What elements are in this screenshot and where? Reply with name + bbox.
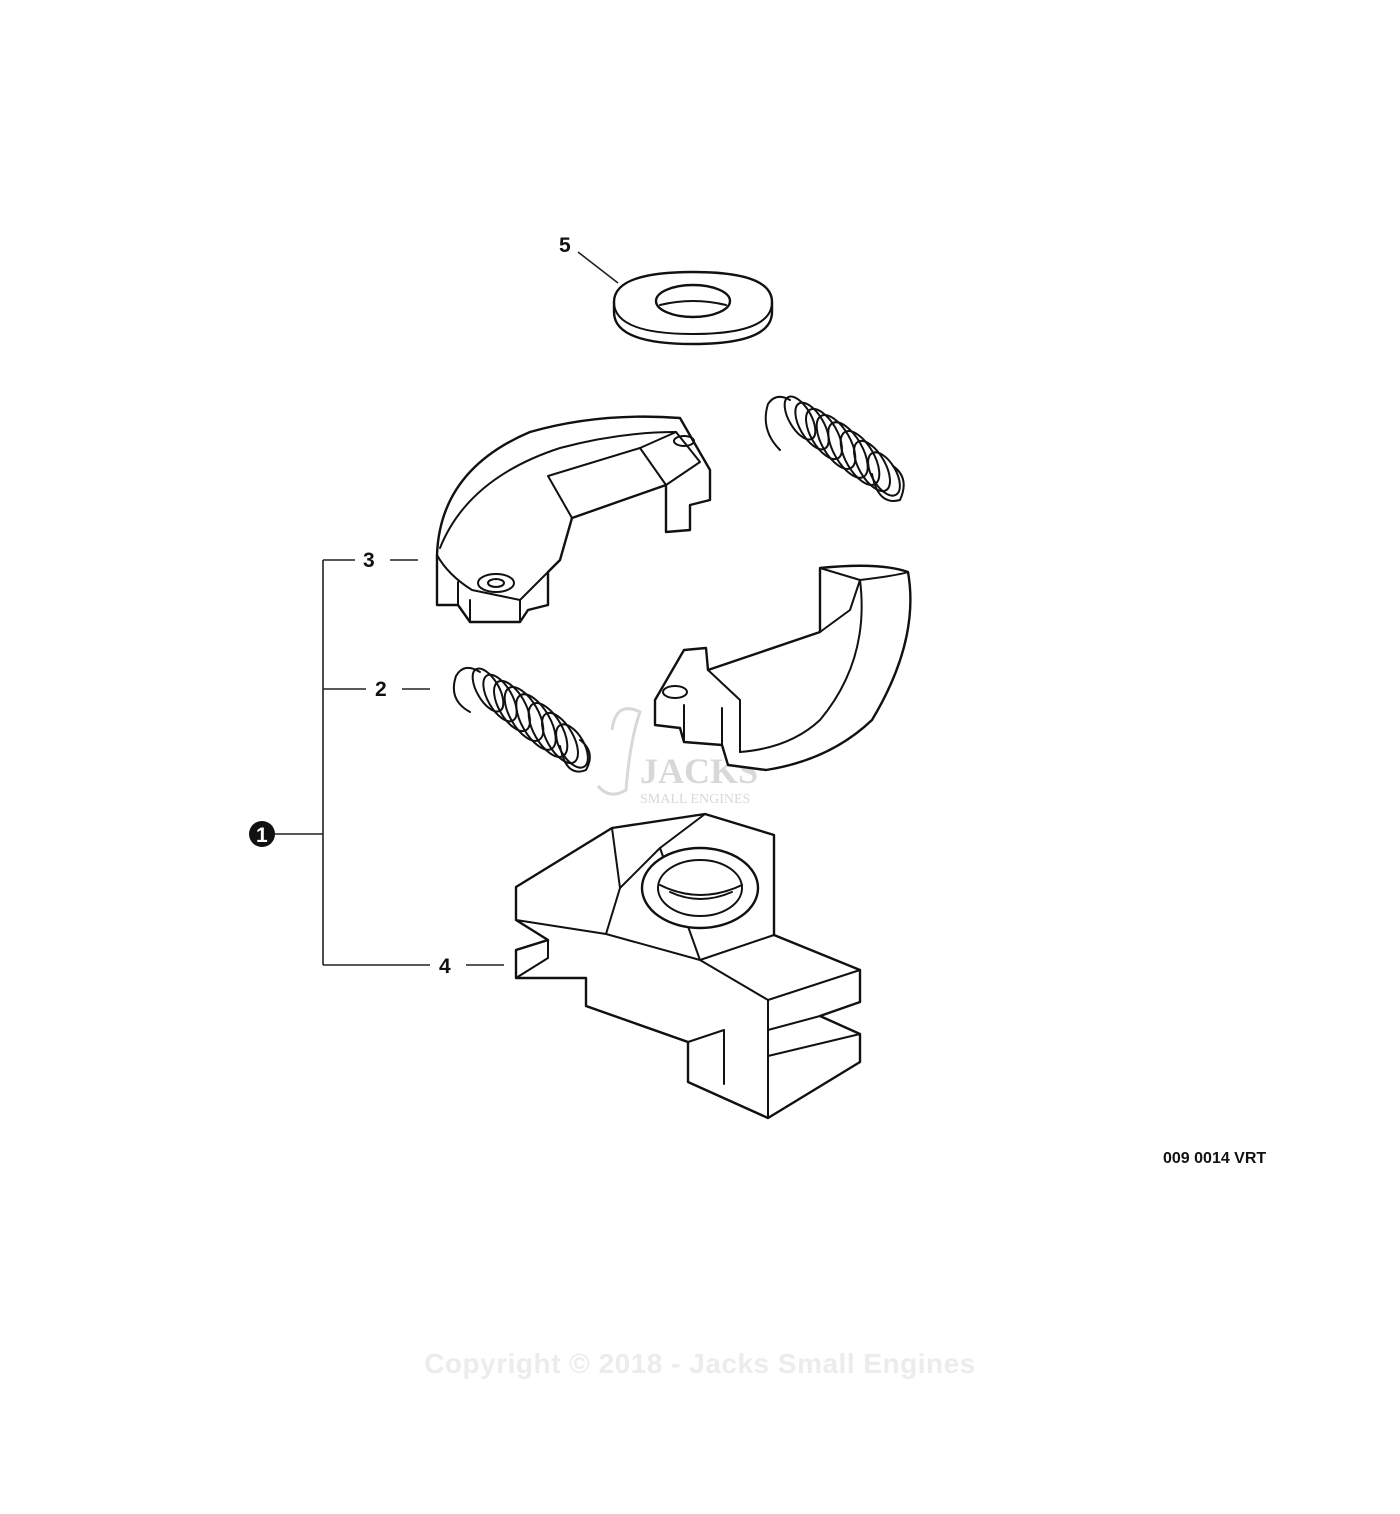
callout-label-4: 4 (439, 955, 451, 978)
part-clutch-shoe-upper (435, 415, 712, 624)
drawing-code: 009 0014 VRT (1163, 1150, 1267, 1167)
assembly-callout-1: 1 (249, 821, 275, 847)
callout-label-2: 2 (375, 678, 387, 701)
part-clutch-hub (514, 812, 862, 1120)
assembly-label: 1 (256, 824, 268, 847)
callout-4: 4 (323, 955, 504, 978)
callout-5: 5 (559, 234, 619, 284)
part-spring-upper (764, 395, 905, 502)
watermark-subtitle: SMALL ENGINES (640, 792, 750, 807)
part-spring-lower (452, 666, 591, 773)
copyright-footer: Copyright © 2018 - Jacks Small Engines (424, 1348, 976, 1379)
part-clutch-shoe-lower (653, 564, 912, 772)
callout-label-3: 3 (363, 549, 375, 572)
callout-label-5: 5 (559, 234, 571, 257)
callout-2: 2 (323, 678, 430, 701)
assembly-bracket (275, 560, 324, 965)
part-washer (612, 270, 774, 346)
callout-3: 3 (323, 549, 418, 572)
